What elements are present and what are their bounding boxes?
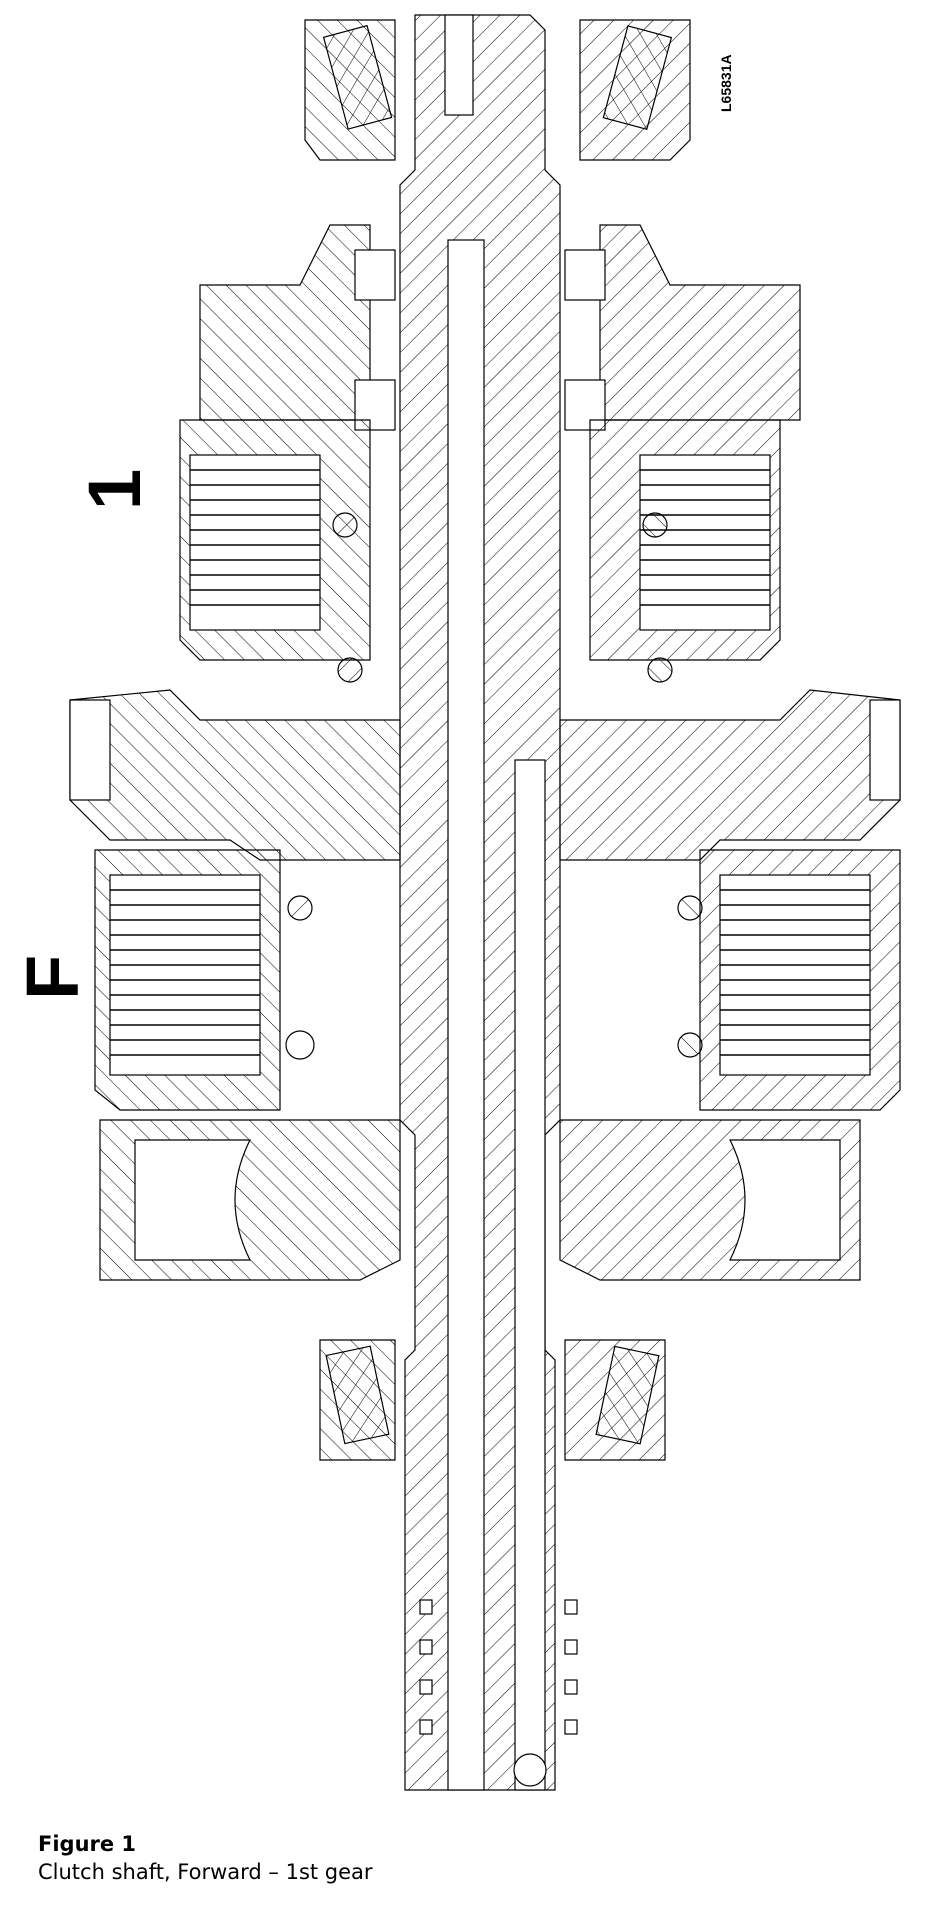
- bottom-bearing: [319, 1339, 666, 1461]
- figure-caption: Figure 1 Clutch shaft, Forward – 1st gea…: [38, 1832, 373, 1884]
- lower-gear: [99, 1119, 861, 1281]
- section-label-1st-gear: 1: [73, 468, 156, 510]
- clutch-pack-forward: [94, 849, 901, 1111]
- upper-gear: [199, 224, 801, 431]
- shaft-bore: [447, 239, 485, 1791]
- clutch-pack-1st-gear: [179, 419, 781, 683]
- caption-title: Figure 1: [38, 1832, 137, 1856]
- drawing-id: L65831A: [718, 54, 734, 112]
- caption-text: Clutch shaft, Forward – 1st gear: [38, 1860, 373, 1884]
- clutch-drum: [69, 689, 901, 861]
- clutch-shaft-cross-section: [69, 14, 901, 1791]
- top-bearing: [304, 14, 691, 161]
- section-label-forward: F: [11, 954, 94, 1000]
- shaft-splines: [419, 1599, 578, 1735]
